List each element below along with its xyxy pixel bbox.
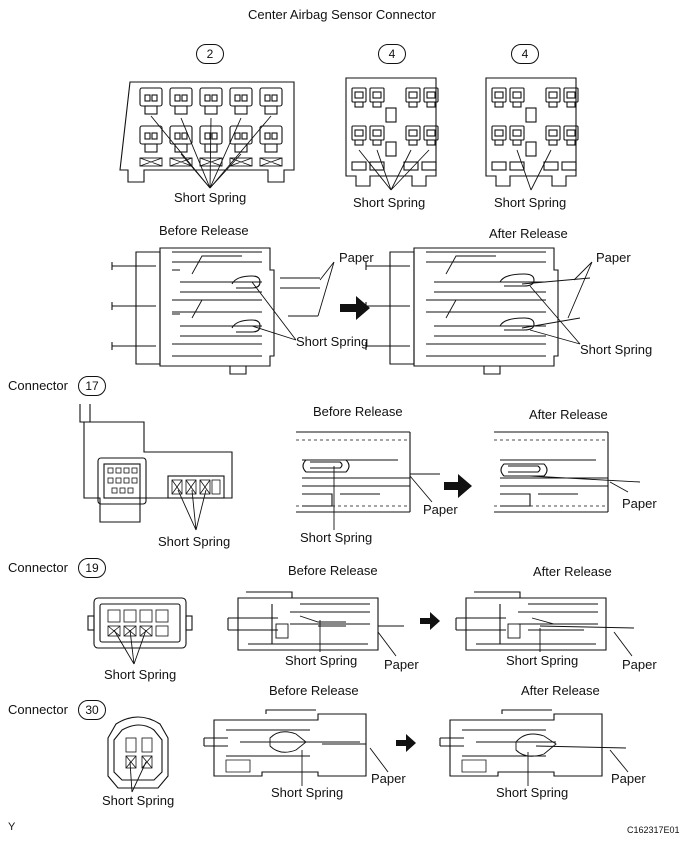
short-spring-label: Short Spring xyxy=(104,667,177,682)
connector-30-face xyxy=(107,716,169,793)
connector-section-before xyxy=(111,247,335,375)
connector-17-before xyxy=(296,431,440,530)
short-spring-label: Short Spring xyxy=(300,530,373,545)
paper-label: Paper xyxy=(423,502,458,517)
after-release-label: After Release xyxy=(489,226,568,241)
before-release-label: Before Release xyxy=(313,404,403,419)
after-release-label: After Release xyxy=(521,683,600,698)
connector-19-after xyxy=(455,591,635,657)
connector-badge-30: 30 xyxy=(78,700,106,720)
connector-30-before xyxy=(203,709,389,786)
before-release-label: Before Release xyxy=(288,563,378,578)
short-spring-label: Short Spring xyxy=(285,653,358,668)
connector-19-before xyxy=(227,591,404,657)
connector-30-after xyxy=(439,709,629,786)
short-spring-label: Short Spring xyxy=(353,195,426,210)
connector-30-prefix: Connector xyxy=(8,702,68,717)
paper-label: Paper xyxy=(596,250,631,265)
connector-badge-19: 19 xyxy=(78,558,106,578)
arrow-right-icon xyxy=(444,474,472,498)
diagram-title: Center Airbag Sensor Connector xyxy=(248,7,436,22)
short-spring-label: Short Spring xyxy=(580,342,653,357)
arrow-right-icon xyxy=(396,734,416,752)
short-spring-label: Short Spring xyxy=(506,653,579,668)
figure-code: C162317E01 xyxy=(627,825,680,835)
connector-section-after xyxy=(365,247,593,375)
connector-17-after xyxy=(494,431,641,513)
arrow-right-icon xyxy=(340,296,370,320)
short-spring-label: Short Spring xyxy=(494,195,567,210)
short-spring-label: Short Spring xyxy=(271,785,344,800)
short-spring-label: Short Spring xyxy=(102,793,175,808)
arrow-right-icon xyxy=(420,612,440,630)
after-release-label: After Release xyxy=(529,407,608,422)
paper-label: Paper xyxy=(622,496,657,511)
short-spring-label: Short Spring xyxy=(296,334,369,349)
short-spring-label: Short Spring xyxy=(158,534,231,549)
before-release-label: Before Release xyxy=(159,223,249,238)
connector-19-prefix: Connector xyxy=(8,560,68,575)
paper-label: Paper xyxy=(339,250,374,265)
connector-19-face xyxy=(87,597,193,665)
connector-badge-4a: 4 xyxy=(378,44,406,64)
short-spring-label: Short Spring xyxy=(174,190,247,205)
short-spring-label: Short Spring xyxy=(496,785,569,800)
before-release-label: Before Release xyxy=(269,683,359,698)
connector-4a-face xyxy=(345,77,439,191)
connector-4b-face xyxy=(485,77,579,191)
connector-17-face xyxy=(79,404,233,531)
connector-2-face xyxy=(119,81,295,189)
after-release-label: After Release xyxy=(533,564,612,579)
footer-left-mark: Y xyxy=(8,821,16,833)
connector-badge-4b: 4 xyxy=(511,44,539,64)
connector-badge-17: 17 xyxy=(78,376,106,396)
connector-17-prefix: Connector xyxy=(8,378,68,393)
connector-badge-2: 2 xyxy=(196,44,224,64)
paper-label: Paper xyxy=(622,657,657,672)
paper-label: Paper xyxy=(611,771,646,786)
paper-label: Paper xyxy=(384,657,419,672)
paper-label: Paper xyxy=(371,771,406,786)
